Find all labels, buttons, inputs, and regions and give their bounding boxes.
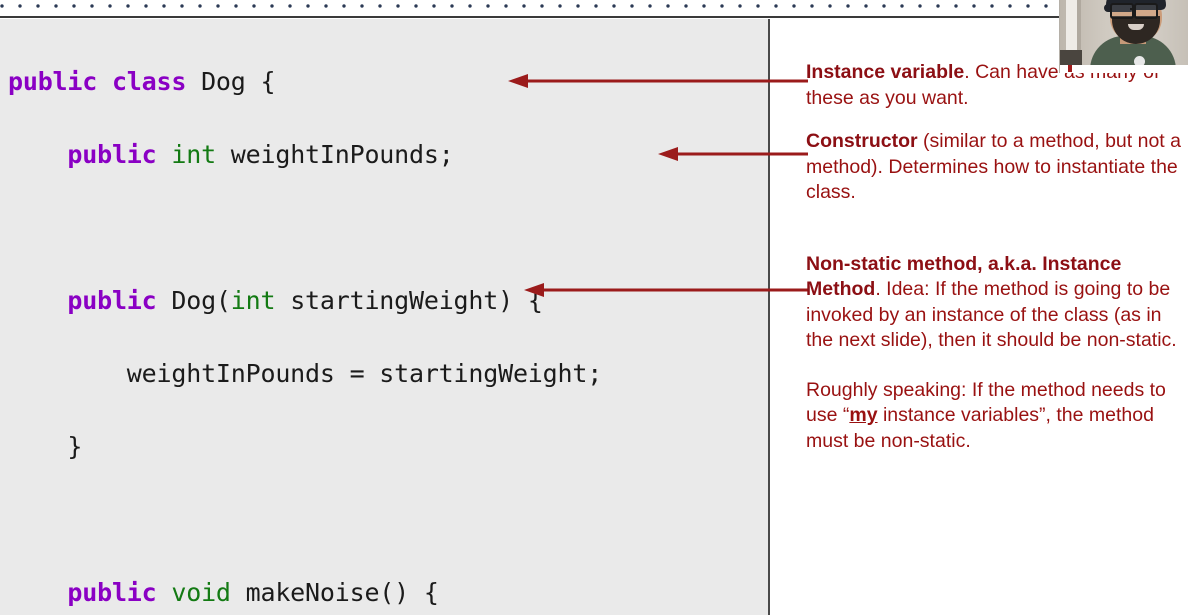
- annotation-constructor-lead: Constructor: [806, 130, 918, 152]
- webcam-presenter-mouth: [1128, 24, 1144, 30]
- annotation-roughly-speaking-before: Roughly speaking: If the method needs to…: [806, 378, 1166, 427]
- annotation-roughly-speaking-emphasis: my: [849, 404, 878, 426]
- annotation-non-static-method-lead: Non-static method, a.k.a. Instance Metho…: [806, 252, 1122, 301]
- annotation-constructor: Constructor (similar to a method, but no…: [806, 129, 1184, 206]
- code-line: public int weightInPounds;: [67, 139, 454, 169]
- webcam-shirt-button: [1134, 56, 1145, 67]
- annotation-non-static-method-body: . Idea: If the method is going to be inv…: [806, 278, 1177, 351]
- header-divider-line: [0, 16, 1188, 18]
- code-line: public class Dog {: [8, 66, 276, 96]
- annotation-non-static-method: Non-static method, a.k.a. Instance Metho…: [806, 252, 1184, 354]
- code-line: }: [8, 431, 83, 461]
- java-code-block: public class Dog { public int weightInPo…: [8, 27, 768, 615]
- dotted-rule-decoration: [0, 4, 1188, 10]
- code-line: [8, 502, 768, 539]
- webcam-presenter-hat-brim: [1104, 4, 1134, 12]
- webcam-status-bar: [1060, 65, 1188, 73]
- code-line: public void makeNoise() {: [67, 577, 439, 607]
- code-panel: public class Dog { public int weightInPo…: [0, 19, 770, 615]
- code-line: public Dog(int startingWeight) {: [67, 285, 543, 315]
- annotation-constructor-body: (similar to a method, but not a method).…: [806, 130, 1181, 203]
- presenter-webcam-overlay[interactable]: [1059, 0, 1188, 73]
- annotation-roughly-speaking-after: instance variables”, the method must be …: [806, 404, 1154, 452]
- webcam-door-edge: [1077, 0, 1081, 60]
- webcam-glasses-left-lens: [1110, 3, 1134, 19]
- webcam-glasses-bridge: [1130, 8, 1136, 10]
- webcam-glasses-right-lens: [1134, 3, 1158, 19]
- code-line: weightInPounds = startingWeight;: [8, 358, 603, 388]
- annotation-instance-variable-lead: Instance variable: [806, 61, 965, 83]
- code-line: [8, 210, 768, 247]
- recording-indicator-icon: [1068, 65, 1072, 72]
- webcam-door-frame: [1066, 0, 1077, 60]
- annotation-column: Instance variable. Can have as many of t…: [806, 60, 1184, 454]
- annotation-roughly-speaking: Roughly speaking: If the method needs to…: [806, 378, 1184, 455]
